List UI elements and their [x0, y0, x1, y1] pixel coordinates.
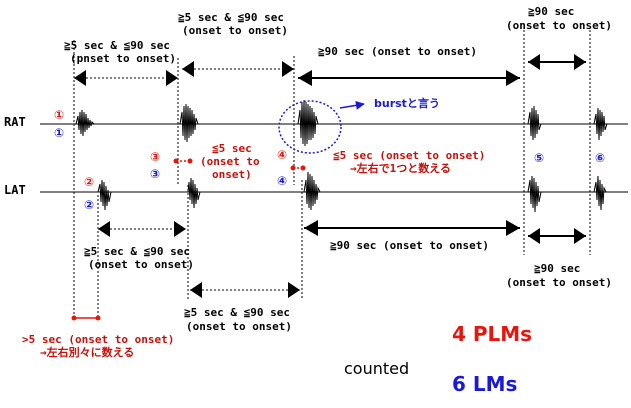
lat-burst-3	[187, 177, 201, 209]
label-burst-red-2: →左右で1つと数える	[350, 161, 451, 175]
red-marker-2: ②	[84, 175, 94, 189]
label-top-right-1: ≧90 sec	[528, 5, 574, 18]
burst-pointer-arrow	[339, 100, 365, 110]
label-bottom-mid-1: ≧5 sec & ≦90 sec	[184, 306, 290, 319]
label-lower-right-2: (onset to onset)	[506, 276, 612, 289]
event-markers: ① ① ② ② ③ ③ ④ ④ ⑤ ⑥	[54, 108, 605, 212]
burst-highlight-ellipse	[278, 100, 342, 154]
rat-emg-bursts	[75, 99, 608, 147]
rat-burst-2	[179, 103, 199, 143]
interval-dotted-lines	[74, 68, 590, 291]
label-bottom-mid-2: (onset to onset)	[186, 320, 292, 333]
label-lower-left-1: ≧5 sec & ≦90 sec	[84, 245, 190, 258]
summary-counted: counted	[344, 359, 409, 378]
red-marker-4: ④	[277, 148, 287, 162]
blue-marker-1: ①	[54, 126, 64, 140]
rat-label: RAT	[4, 115, 26, 129]
lat-label: LAT	[4, 183, 26, 197]
label-lower-long: ≧90 sec (onset to onset)	[330, 239, 489, 252]
summary-lms: 6 LMs	[452, 372, 517, 396]
label-top-left-1: ≧5 sec & ≦90 sec	[64, 39, 170, 52]
label-mid-red-2: (onset to	[200, 155, 260, 168]
label-top-right-2: (onset to onset)	[506, 19, 612, 32]
red-interval-labels: ≦5 sec (onset to onset) ≦5 sec (onset to…	[22, 142, 485, 359]
label-mid-red-3: onset)	[212, 168, 252, 181]
label-lower-left-2: (onset to onset)	[88, 258, 194, 271]
lat-emg-bursts	[97, 171, 607, 213]
blue-marker-2: ②	[84, 198, 94, 212]
blue-marker-4: ④	[277, 174, 287, 188]
interval-arrowheads	[74, 54, 586, 298]
short-interval-markers	[71, 158, 306, 321]
red-marker-1: ①	[54, 108, 64, 122]
interval-labels: ≧5 sec & ≦90 sec (pnset to onset) ≧5 sec…	[64, 5, 612, 333]
label-top-long: ≧90 sec (onset to onset)	[318, 45, 477, 58]
rat-burst-3	[297, 99, 319, 147]
onset-guide-lines	[73, 30, 591, 320]
lat-burst-2	[97, 179, 112, 211]
label-top-mid-2: (onset to onset)	[182, 24, 288, 37]
label-bottom-red-2: →左右別々に数える	[40, 345, 134, 359]
lat-burst-6	[593, 175, 607, 211]
label-mid-red-1: ≦5 sec	[212, 142, 252, 155]
label-bottom-red-1: >5 sec (onset to onset)	[22, 333, 174, 346]
summary-plms: 4 PLMs	[452, 322, 532, 346]
lat-burst-4	[303, 171, 321, 211]
rat-burst-5	[527, 105, 542, 141]
burst-note: burstと言う	[374, 96, 440, 110]
blue-marker-3: ③	[150, 167, 160, 181]
rat-burst-1	[75, 109, 95, 137]
blue-marker-6: ⑥	[595, 151, 605, 165]
label-burst-red-1: ≦5 sec (onset to onset)	[333, 149, 485, 162]
rat-burst-6	[593, 107, 608, 141]
label-top-left-2: (pnset to onset)	[70, 52, 176, 65]
label-lower-right-1: ≧90 sec	[534, 262, 580, 275]
red-marker-3: ③	[150, 150, 160, 164]
lat-burst-5	[527, 175, 542, 213]
label-top-mid-1: ≧5 sec & ≦90 sec	[178, 11, 284, 24]
blue-marker-5: ⑤	[534, 151, 544, 165]
